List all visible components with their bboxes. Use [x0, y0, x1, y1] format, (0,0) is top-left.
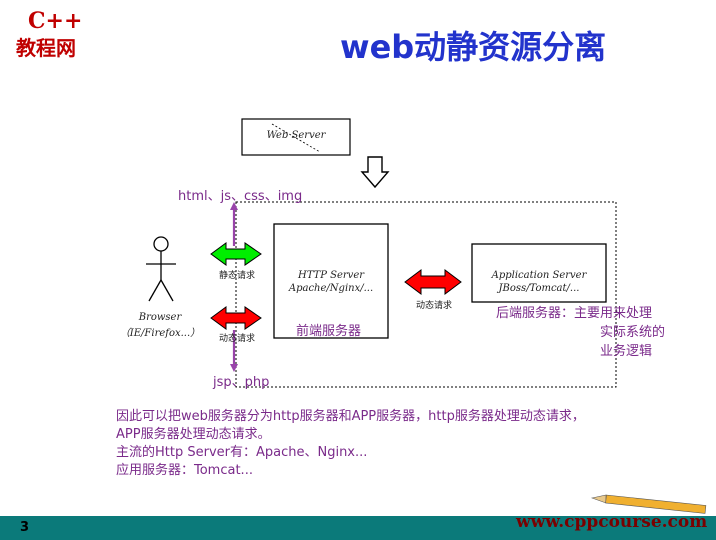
- user-stick-figure-icon: [146, 236, 176, 302]
- static-request-arrow-icon: [210, 242, 262, 266]
- server-boundary: [235, 201, 617, 388]
- dynamic-request-label-middle: 动态请求: [416, 301, 453, 311]
- app-server-caption-2: 实际系统的: [600, 325, 666, 340]
- notes-block: 因此可以把web服务器分为http服务器和APP服务器，http服务器处理动态请…: [116, 408, 696, 480]
- note-line: 因此可以把web服务器分为http服务器和APP服务器，http服务器处理动态请…: [116, 409, 585, 424]
- static-request-label: 静态请求: [219, 271, 256, 281]
- http-server-sublabel: Apache/Nginx/...: [288, 283, 374, 294]
- http-server-label: HTTP Server: [297, 270, 365, 281]
- page-title: web动静资源分离: [340, 28, 607, 66]
- app-server-caption-1: 后端服务器：主要用来处理: [496, 306, 653, 321]
- logo-text-bottom: 教程网: [16, 36, 76, 60]
- pencil-icon: [590, 494, 707, 514]
- http-server-box: [273, 223, 389, 339]
- note-line: APP服务器处理动态请求。: [116, 427, 271, 442]
- site-url: www.cppcourse.com: [516, 512, 708, 532]
- browser-label: Browser: [138, 312, 182, 323]
- http-server-caption: 前端服务器: [296, 324, 362, 339]
- app-server-sublabel: JBoss/Tomcat/...: [498, 283, 580, 294]
- page-number: 3: [20, 520, 30, 535]
- down-hollow-arrow-icon: [360, 156, 390, 189]
- dynamic-request-arrow-left-icon: [210, 306, 262, 330]
- note-line: 主流的Http Server有：Apache、Nginx...: [116, 445, 368, 460]
- footer-bar: [0, 516, 716, 540]
- logo-text-top: C++: [28, 8, 83, 34]
- web-server-strike: [271, 123, 321, 153]
- note-line: 应用服务器：Tomcat...: [116, 463, 253, 478]
- app-server-box: [471, 243, 607, 303]
- web-server-label: Web Server: [266, 130, 326, 141]
- browser-sublabel: （IE/Firefox...）: [119, 328, 201, 339]
- app-server-caption-3: 业务逻辑: [600, 344, 653, 359]
- dynamic-request-arrow-middle-icon: [404, 269, 462, 295]
- static-resources-label: html、js、css、img: [178, 189, 303, 204]
- app-server-label: Application Server: [491, 270, 587, 281]
- web-server-box: [241, 118, 351, 156]
- dynamic-request-label-left: 动态请求: [219, 334, 256, 344]
- dynamic-resources-label: jsp、php: [213, 375, 270, 390]
